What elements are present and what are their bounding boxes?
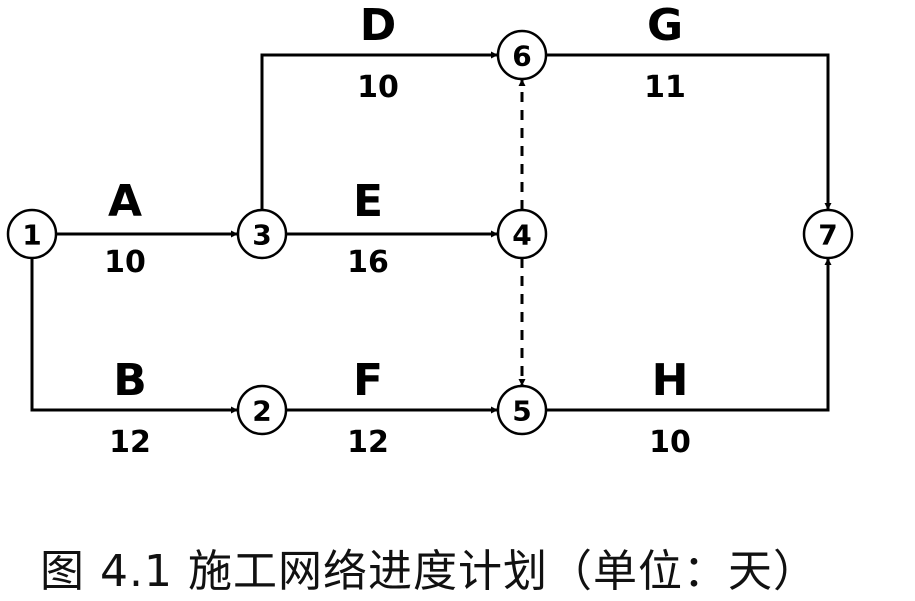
node-label: 1: [22, 219, 41, 252]
node-label: 4: [512, 219, 531, 252]
node-label: 3: [252, 219, 271, 252]
activity-name-F: F: [353, 355, 383, 406]
activity-duration-G: 11: [644, 70, 686, 105]
node-1: 1: [6, 208, 58, 260]
node-label: 5: [512, 395, 531, 428]
activity-arrow-G: [546, 53, 832, 210]
node-circle: [496, 29, 548, 81]
node-circle: [6, 208, 58, 260]
activity-duration-B: 12: [109, 425, 151, 460]
node-circle: [496, 384, 548, 436]
node-4: 4: [496, 208, 548, 260]
activity-arrow-D: [260, 51, 498, 210]
activity-arrow-H: [546, 258, 832, 412]
node-label: 6: [512, 40, 531, 73]
node-circle: [802, 208, 854, 260]
node-label: 7: [818, 219, 837, 252]
activity-duration-A: 10: [104, 245, 146, 280]
activity-duration-D: 10: [357, 70, 399, 105]
node-7: 7: [802, 208, 854, 260]
node-2: 2: [236, 384, 288, 436]
node-circle: [236, 208, 288, 260]
node-5: 5: [496, 384, 548, 436]
figure-caption: 图 4.1 施工网络进度计划（单位：天）: [40, 546, 818, 597]
activity-duration-E: 16: [347, 245, 389, 280]
activity-name-D: D: [360, 0, 397, 51]
node-circle: [236, 384, 288, 436]
node-3: 3: [236, 208, 288, 260]
activity-arrow-B: [30, 258, 238, 414]
activity-duration-F: 12: [347, 425, 389, 460]
node-label: 2: [252, 395, 271, 428]
node-circle: [496, 208, 548, 260]
activity-name-G: G: [647, 0, 683, 51]
activity-name-B: B: [113, 355, 147, 406]
node-6: 6: [496, 29, 548, 81]
activity-name-E: E: [353, 176, 383, 227]
activity-name-H: H: [652, 355, 689, 406]
activity-duration-H: 10: [649, 425, 691, 460]
activity-name-A: A: [108, 176, 142, 227]
